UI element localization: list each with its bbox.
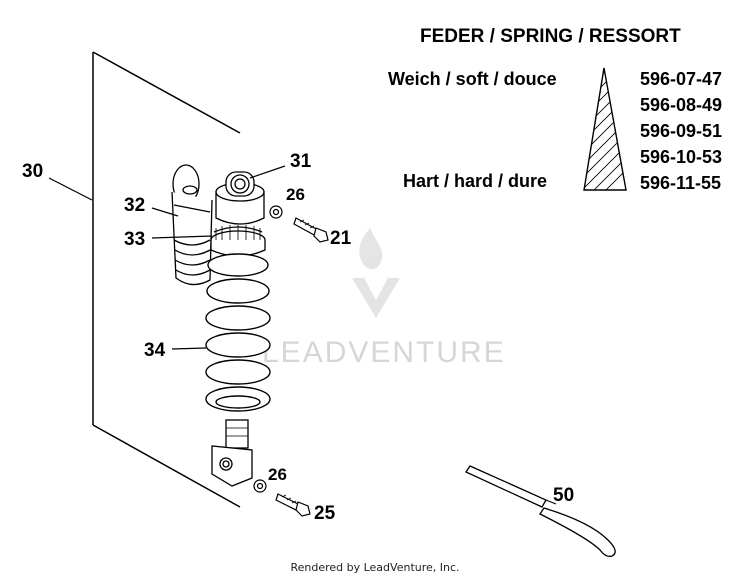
part-number-2: 596-08-49 bbox=[640, 95, 722, 115]
leader-lines bbox=[48, 165, 557, 505]
part-number-1: 596-07-47 bbox=[640, 69, 722, 89]
washer-top bbox=[269, 205, 283, 219]
callout-30: 30 bbox=[22, 161, 43, 182]
watermark-text: LEADVENTURE bbox=[262, 336, 506, 369]
shock-bottom-eye bbox=[211, 419, 253, 487]
shock-top-mount bbox=[215, 171, 265, 225]
stiffness-wedge bbox=[583, 67, 627, 191]
callout-26-top: 26 bbox=[286, 185, 305, 204]
callout-25: 25 bbox=[314, 503, 336, 524]
spanner-wrench bbox=[465, 465, 616, 558]
bolt-25 bbox=[275, 493, 311, 517]
watermark-logo bbox=[352, 228, 400, 318]
footer-credit: Rendered by LeadVenture, Inc. bbox=[290, 561, 460, 574]
part-number-4: 596-10-53 bbox=[640, 147, 722, 167]
spring-table-title: FEDER / SPRING / RESSORT bbox=[420, 26, 681, 47]
callout-50: 50 bbox=[553, 485, 574, 506]
bolt-21 bbox=[293, 217, 329, 243]
spring-coils bbox=[205, 253, 271, 412]
preload-ring bbox=[210, 225, 266, 257]
callout-26-bottom: 26 bbox=[268, 465, 287, 484]
callout-31: 31 bbox=[290, 151, 312, 172]
callout-21: 21 bbox=[330, 228, 352, 249]
reservoir bbox=[171, 164, 213, 286]
washer-bottom bbox=[253, 479, 267, 493]
callout-34: 34 bbox=[144, 340, 166, 361]
part-number-3: 596-09-51 bbox=[640, 121, 722, 141]
callout-32: 32 bbox=[124, 195, 145, 216]
callout-33: 33 bbox=[124, 229, 145, 250]
hard-label: Hart / hard / dure bbox=[403, 171, 547, 191]
soft-label: Weich / soft / douce bbox=[388, 69, 557, 89]
part-number-5: 596-11-55 bbox=[640, 173, 721, 193]
frame-plane bbox=[92, 51, 241, 508]
